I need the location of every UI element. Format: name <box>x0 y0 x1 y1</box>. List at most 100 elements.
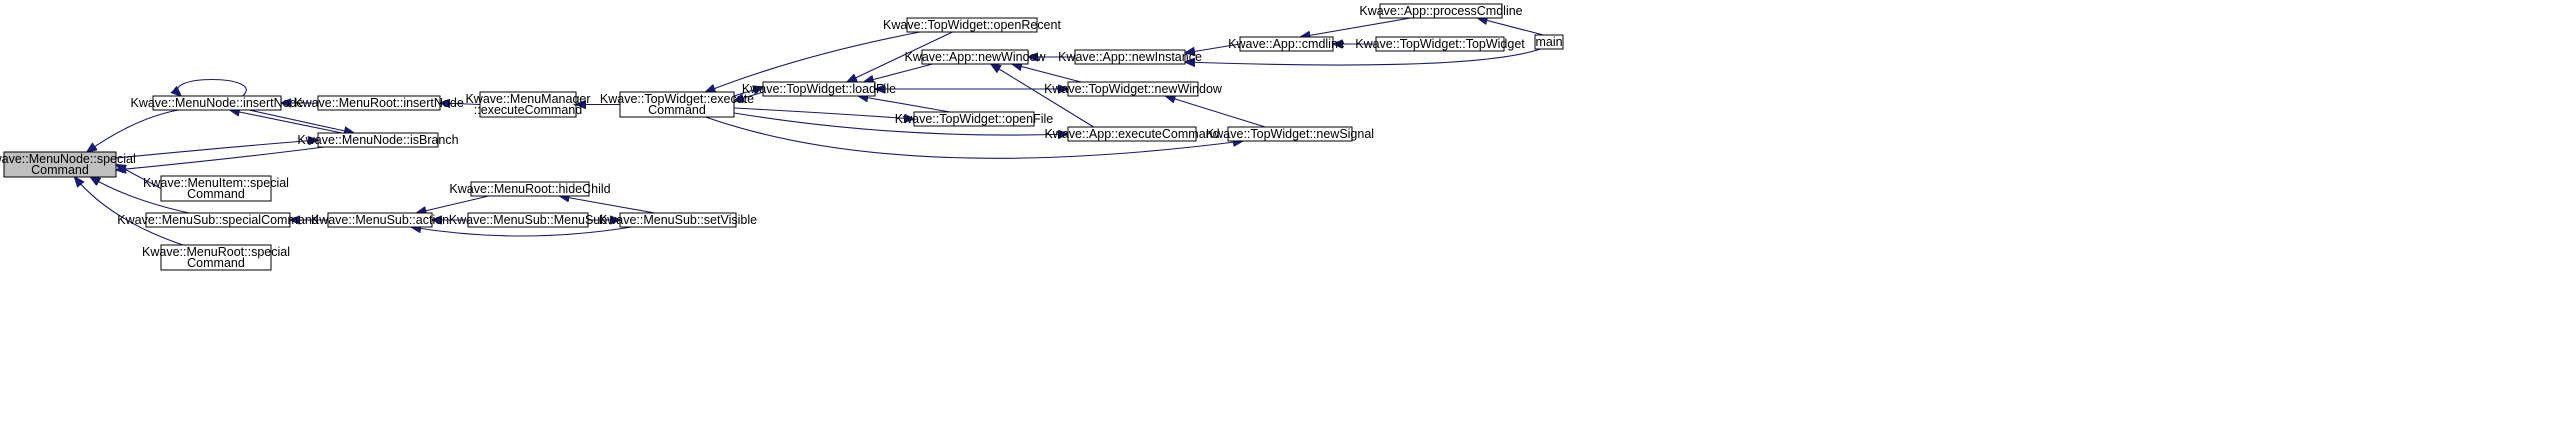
node-open-file[interactable]: Kwave::TopWidget::openFile <box>895 111 1053 127</box>
node-label: Command <box>31 163 89 177</box>
node-label: Kwave::App::newWindow <box>904 50 1046 64</box>
node-label: Kwave::TopWidget::openFile <box>895 112 1053 126</box>
node-box <box>1227 126 1353 142</box>
node-label: Kwave::MenuRoot::special <box>142 245 290 259</box>
node-label: Kwave::MenuManager <box>465 92 590 106</box>
node-process-cmdline[interactable]: Kwave::App::processCmdline <box>1359 3 1523 19</box>
node-box <box>913 111 1035 127</box>
node-box <box>467 212 589 228</box>
node-root-insert-node[interactable]: Kwave::MenuRoot::insertNode <box>294 95 464 111</box>
node-topwidget-ctor[interactable]: Kwave::TopWidget::TopWidget <box>1355 36 1525 52</box>
node-label: Kwave::MenuSub::setVisible <box>599 213 757 227</box>
node-menuroot-special[interactable]: Kwave::MenuRoot::specialCommand <box>142 244 290 271</box>
node-label: Command <box>187 187 245 201</box>
node-box <box>1379 3 1503 19</box>
node-app-new-window[interactable]: Kwave::App::newWindow <box>904 49 1046 65</box>
node-open-recent[interactable]: Kwave::TopWidget::openRecent <box>883 17 1061 33</box>
edge-main-to-app-new-instance <box>1185 48 1541 65</box>
node-app-new-instance[interactable]: Kwave::App::newInstance <box>1058 49 1202 65</box>
node-label: Kwave::App::newInstance <box>1058 50 1202 64</box>
node-label: Kwave::App::cmdline <box>1228 37 1345 51</box>
node-set-visible[interactable]: Kwave::MenuSub::setVisible <box>599 212 757 228</box>
edge-special-command-to-is-branch <box>115 140 318 159</box>
node-box <box>3 151 117 178</box>
edge-app-cmdline-to-app-new-instance <box>1185 43 1241 53</box>
node-special-command[interactable]: Kwave::MenuNode::specialCommand <box>0 151 136 178</box>
node-label: Kwave::MenuItem::special <box>143 176 289 190</box>
edge-set-visible-to-hide-child <box>560 196 655 214</box>
node-load-file[interactable]: Kwave::TopWidget::loadFile <box>742 81 896 97</box>
node-box <box>921 49 1029 65</box>
edge-is-branch-to-insert-node <box>230 110 343 134</box>
node-tw-new-window[interactable]: Kwave::TopWidget::newWindow <box>1044 81 1223 97</box>
edge-topwidget-execute-to-app-execute-command <box>733 112 1068 135</box>
edge-open-recent-to-topwidget-execute <box>706 31 921 92</box>
node-box <box>145 212 291 228</box>
edge-tw-new-window-to-app-new-window <box>1012 64 1082 83</box>
node-label: Kwave::MenuSub::action <box>311 213 449 227</box>
edge-is-branch-to-special-command <box>116 146 325 170</box>
node-label: Kwave::MenuNode::isBranch <box>297 133 458 147</box>
node-box <box>1239 36 1334 52</box>
node-box <box>1067 81 1199 97</box>
node-box <box>160 175 272 202</box>
node-label: Kwave::MenuSub::specialCommand <box>117 213 319 227</box>
edge-open-recent-to-load-file <box>847 31 953 82</box>
node-new-signal[interactable]: Kwave::TopWidget::newSignal <box>1206 126 1374 142</box>
node-box <box>479 91 577 118</box>
node-label: ::executeCommand <box>474 103 582 117</box>
node-label: Kwave::MenuRoot::hideChild <box>449 182 610 196</box>
node-menusub-special[interactable]: Kwave::MenuSub::specialCommand <box>117 212 319 228</box>
edge-insert-node-to-is-branch <box>248 109 354 133</box>
node-box <box>1067 126 1197 142</box>
edge-menuroot-special-to-special-command <box>75 177 184 246</box>
node-box <box>1375 36 1505 52</box>
edge-topwidget-execute-to-load-file <box>733 87 763 97</box>
node-layer: Kwave::MenuNode::specialCommandKwave::Me… <box>0 3 1564 271</box>
edge-main-to-process-cmdline <box>1478 18 1544 36</box>
node-box <box>160 244 272 271</box>
node-label: Kwave::TopWidget::TopWidget <box>1355 37 1525 51</box>
node-label: Kwave::MenuNode::insertNode <box>130 96 303 110</box>
node-box <box>317 132 439 148</box>
node-box <box>317 95 441 111</box>
edge-new-signal-to-tw-new-window <box>1166 96 1266 128</box>
node-is-branch[interactable]: Kwave::MenuNode::isBranch <box>297 132 459 148</box>
node-app-cmdline[interactable]: Kwave::App::cmdline <box>1228 36 1345 52</box>
node-box <box>152 95 282 111</box>
node-menusub-action[interactable]: Kwave::MenuSub::action <box>311 212 449 228</box>
node-insert-node[interactable]: Kwave::MenuNode::insertNode <box>130 95 304 111</box>
node-box <box>470 181 590 197</box>
edge-process-cmdline-to-app-cmdline <box>1300 17 1411 37</box>
node-label: Kwave::MenuRoot::insertNode <box>294 96 464 110</box>
node-box <box>327 212 433 228</box>
edge-set-visible-to-menusub-action <box>411 227 632 237</box>
edge-menusub-special-to-special-command <box>90 177 190 214</box>
node-menusub-ctor[interactable]: Kwave::MenuSub::MenuSub <box>449 212 607 228</box>
node-app-execute-command[interactable]: Kwave::App::executeCommand <box>1044 126 1220 142</box>
edge-menuitem-special-to-special-command <box>116 165 162 189</box>
node-label: main <box>1535 35 1562 49</box>
node-label: Command <box>648 103 706 117</box>
node-label: Kwave::TopWidget::openRecent <box>883 18 1061 32</box>
node-menuitem-special[interactable]: Kwave::MenuItem::specialCommand <box>143 175 289 202</box>
edge-insert-node-to-insert-node <box>177 78 247 97</box>
node-label: Command <box>187 256 245 270</box>
node-box <box>619 212 737 228</box>
edge-layer <box>75 17 1544 246</box>
node-label: Kwave::App::processCmdline <box>1359 4 1522 18</box>
edge-insert-node-to-special-command <box>87 109 179 152</box>
node-execute-command-mgr[interactable]: Kwave::MenuManager::executeCommand <box>465 91 591 118</box>
edge-app-new-window-to-load-file <box>864 63 933 82</box>
node-main[interactable]: main <box>1534 34 1564 50</box>
node-box <box>1534 34 1564 50</box>
node-topwidget-execute[interactable]: Kwave::TopWidget::executeCommand <box>600 91 754 118</box>
node-box <box>762 81 876 97</box>
edge-execute-command-mgr-to-root-insert-node <box>440 103 481 105</box>
node-label: Kwave::TopWidget::loadFile <box>742 82 896 96</box>
node-hide-child[interactable]: Kwave::MenuRoot::hideChild <box>449 181 611 197</box>
edge-app-execute-command-to-app-new-window <box>991 64 1094 128</box>
node-label: Kwave::App::executeCommand <box>1044 127 1219 141</box>
edge-topwidget-execute-to-new-signal <box>705 116 1243 159</box>
